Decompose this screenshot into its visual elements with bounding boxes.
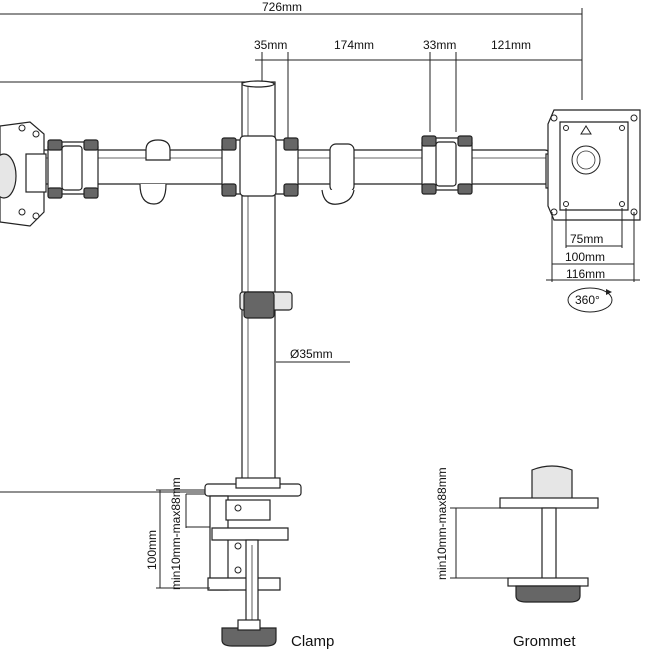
rotation-icon (567, 287, 613, 313)
dim-total-width: 726mm (262, 0, 302, 14)
dim-121mm: 121mm (491, 38, 531, 52)
dim-vesa-100: 100mm (565, 250, 605, 264)
grommet-caption: Grommet (513, 633, 576, 650)
dim-clamp-height: 100mm (145, 530, 159, 570)
left-arm-joint (47, 139, 99, 199)
dim-33mm: 33mm (423, 38, 456, 52)
dim-174mm: 174mm (334, 38, 374, 52)
dim-pole-diameter: Ø35mm (290, 347, 333, 361)
dim-vesa-75: 75mm (570, 232, 603, 246)
dim-clamp-range: min10mm-max88mm (169, 477, 183, 590)
clamp-caption: Clamp (291, 633, 334, 650)
clamp-dimension-lines (156, 489, 210, 589)
left-vesa-plate (0, 121, 47, 227)
arm-cable-clip-right (321, 143, 355, 205)
right-arm-joint (421, 135, 473, 195)
dim-grommet-range: min10mm-max88mm (435, 467, 449, 580)
center-hub (221, 135, 299, 197)
top-dimension-lines (0, 8, 583, 140)
dim-35mm: 35mm (254, 38, 287, 52)
arm-cable-clip-left (139, 139, 171, 205)
vesa-dimension-lines (546, 208, 640, 282)
dim-vesa-116: 116mm (566, 267, 605, 281)
dim-rotation: 360° (575, 293, 600, 307)
right-vesa-plate (545, 109, 641, 221)
clamp-assembly (0, 477, 302, 647)
cable-clip (239, 291, 293, 319)
grommet-assembly (450, 465, 599, 603)
